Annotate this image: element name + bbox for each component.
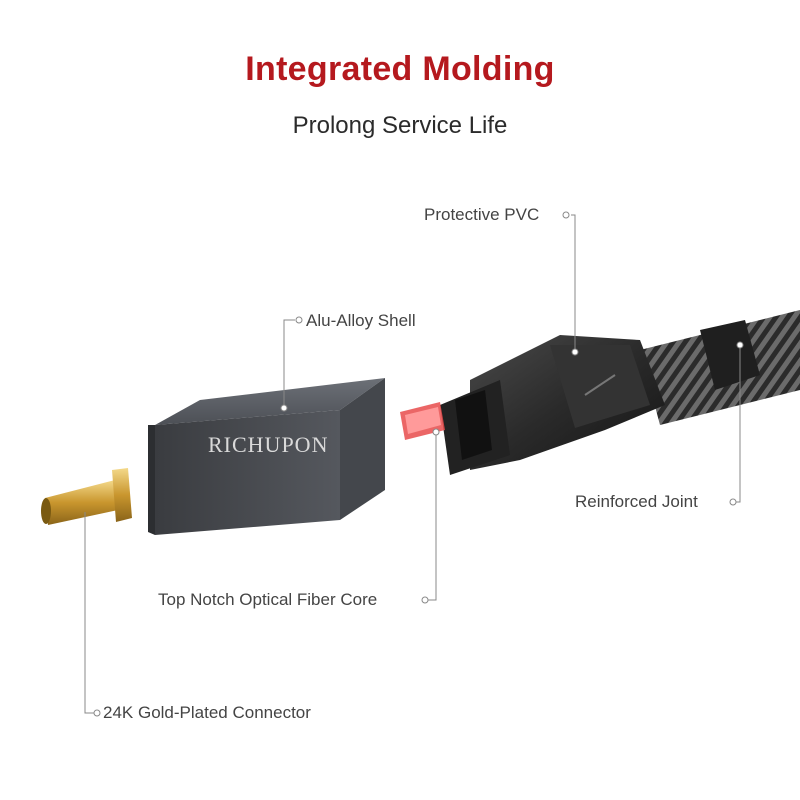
toslink-plug bbox=[400, 335, 665, 475]
gold-plated-connector bbox=[41, 468, 132, 525]
page-subtitle: Prolong Service Life bbox=[292, 112, 508, 139]
brand-logo: RICHUPON bbox=[208, 432, 328, 457]
callout-reinforced-joint: Reinforced Joint bbox=[575, 492, 698, 511]
callout-gold-connector: 24K Gold-Plated Connector bbox=[103, 703, 311, 722]
braided-cable bbox=[640, 310, 800, 425]
callout-fiber-core: Top Notch Optical Fiber Core bbox=[158, 590, 378, 609]
alu-alloy-shell: RICHUPON bbox=[148, 378, 385, 535]
callout-lines bbox=[84, 211, 744, 717]
callout-protective-pvc: Protective PVC bbox=[424, 205, 540, 224]
page-title: Integrated Molding bbox=[245, 50, 555, 88]
callout-alu-alloy-shell: Alu-Alloy Shell bbox=[306, 311, 416, 330]
